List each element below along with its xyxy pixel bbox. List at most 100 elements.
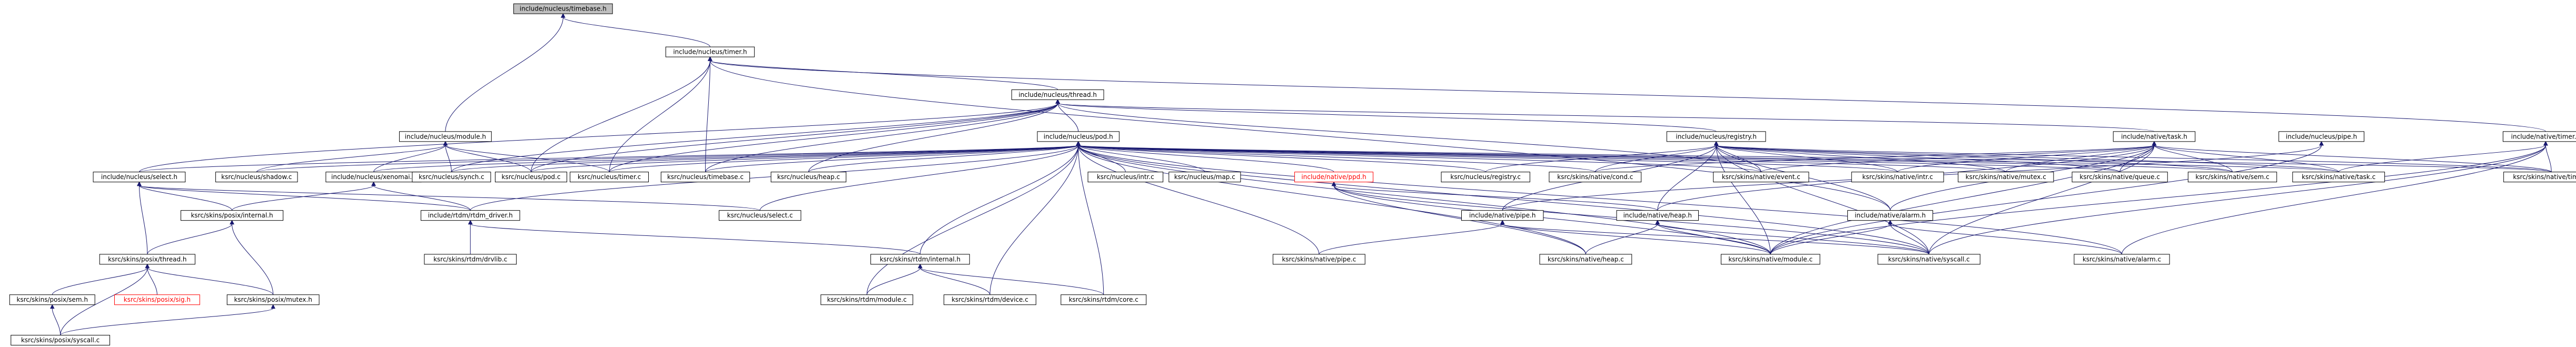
node-label: ksrc/nucleus/select.c	[727, 212, 793, 219]
node-box	[1616, 210, 1699, 221]
edge-psem_h-psyscall_c	[49, 304, 61, 335]
node-label: ksrc/nucleus/map.c	[1174, 173, 1235, 181]
edge-line	[60, 267, 148, 335]
node-ntimer-h[interactable]: include/native/timer.h	[2502, 131, 2576, 142]
node-label: ksrc/skins/native/pipe.c	[1282, 255, 1356, 263]
node-posix-thread-h[interactable]: ksrc/skins/posix/thread.h	[99, 254, 195, 265]
node-nalarm-c[interactable]: ksrc/skins/native/alarm.c	[2074, 254, 2170, 265]
edge-line	[1078, 145, 1334, 173]
node-psyscall-c[interactable]: ksrc/skins/posix/syscall.c	[11, 335, 110, 346]
node-box	[1847, 210, 1934, 221]
node-timebase-h[interactable]: include/nucleus/timebase.h	[513, 3, 613, 14]
node-timebase-c[interactable]: ksrc/nucleus/timebase.c	[660, 172, 750, 183]
edge-timer_h-pod_c	[530, 56, 712, 172]
edge-line	[1594, 145, 1717, 172]
node-label: ksrc/skins/native/queue.c	[2079, 173, 2159, 181]
node-nmodule-c[interactable]: ksrc/skins/native/module.c	[1720, 254, 1820, 265]
node-nativepipe-h[interactable]: include/native/pipe.h	[1461, 210, 1544, 221]
edge-line	[451, 103, 1058, 172]
edge-line	[1078, 145, 2122, 254]
edge-npipe_h-nmodule_c	[1770, 141, 2324, 254]
node-xenomai-h[interactable]: include/nucleus/xenomai.h	[325, 172, 422, 183]
edge-module_h-timer_c	[443, 141, 610, 173]
node-box	[660, 172, 750, 183]
edge-pod_h-rtdm_internal_h	[919, 141, 1081, 254]
edge-line	[530, 145, 1079, 173]
edge-line	[52, 308, 61, 335]
node-module-h[interactable]: include/nucleus/module.h	[399, 131, 492, 142]
node-box	[1851, 172, 1944, 183]
node-box	[1087, 172, 1164, 183]
node-psem-h[interactable]: ksrc/skins/posix/sem.h	[9, 294, 95, 305]
node-select-c[interactable]: ksrc/nucleus/select.c	[719, 210, 801, 221]
edge-line	[138, 145, 1079, 173]
node-ntask-h[interactable]: include/native/task.h	[2113, 131, 2196, 142]
edge-line	[1657, 224, 1929, 255]
node-rtdm-internal-h[interactable]: ksrc/skins/rtdm/internal.h	[870, 254, 970, 265]
node-shadow-c[interactable]: ksrc/nucleus/shadow.c	[215, 172, 298, 183]
node-registry-c[interactable]: ksrc/nucleus/registry.c	[1441, 172, 1530, 183]
node-box	[665, 46, 755, 57]
node-rmodule-c[interactable]: ksrc/skins/rtdm/module.c	[820, 294, 914, 305]
node-posix-internal-h[interactable]: ksrc/skins/posix/internal.h	[180, 210, 284, 221]
node-drvlib-c[interactable]: ksrc/skins/rtdm/drvlib.c	[424, 254, 517, 265]
node-label: ksrc/skins/posix/sem.h	[17, 296, 88, 303]
node-rdevice-c[interactable]: ksrc/skins/rtdm/device.c	[944, 294, 1036, 305]
edge-nativeheap_h-nsyscall_c	[1655, 220, 1929, 255]
node-intr-c[interactable]: ksrc/nucleus/intr.c	[1087, 172, 1164, 183]
arrowhead-icon	[708, 56, 712, 61]
node-label: include/native/pipe.h	[1469, 212, 1535, 219]
edge-thread_h-heap_c	[808, 99, 1060, 172]
node-queue-c[interactable]: ksrc/skins/native/queue.c	[2072, 172, 2168, 183]
node-sem-c[interactable]: ksrc/skins/native/sem.c	[2187, 172, 2277, 183]
node-heap-c[interactable]: ksrc/nucleus/heap.c	[770, 172, 847, 183]
node-event-c[interactable]: ksrc/skins/native/event.c	[1713, 172, 1809, 183]
edge-posix_internal_h-pmutex_h	[230, 220, 274, 295]
edge-line	[1897, 145, 2155, 173]
node-npipe-c[interactable]: ksrc/skins/native/pipe.c	[1273, 254, 1365, 265]
node-select-h[interactable]: include/nucleus/select.h	[93, 172, 186, 183]
node-nsyscall-c[interactable]: ksrc/skins/native/syscall.c	[1877, 254, 1980, 265]
node-pod-c[interactable]: ksrc/nucleus/pod.c	[494, 172, 568, 183]
node-alarm-h[interactable]: include/native/alarm.h	[1847, 210, 1934, 221]
node-box	[570, 172, 649, 183]
node-timer-h[interactable]: include/nucleus/timer.h	[665, 46, 755, 57]
node-registry-h[interactable]: include/nucleus/registry.h	[1666, 131, 1766, 142]
node-box	[2503, 172, 2576, 183]
node-thread-h[interactable]: include/nucleus/thread.h	[1011, 89, 1104, 100]
node-pod-h[interactable]: include/nucleus/pod.h	[1037, 131, 1119, 142]
node-pmutex-h[interactable]: ksrc/skins/posix/mutex.h	[226, 294, 320, 305]
node-map-c[interactable]: ksrc/nucleus/map.c	[1168, 172, 1241, 183]
edge-line	[138, 185, 148, 254]
edge-thread_h-timer_c	[609, 99, 1060, 172]
edge-ntimer_h-nalarm_c	[2122, 141, 2548, 254]
edge-pod_h-rmodule_c	[866, 141, 1081, 295]
node-task-c[interactable]: ksrc/skins/native/task.c	[2292, 172, 2385, 183]
edge-line	[705, 61, 710, 172]
node-nheap-c[interactable]: ksrc/skins/native/heap.c	[1539, 254, 1632, 265]
node-box	[1461, 210, 1544, 221]
edge-line	[1890, 224, 1929, 254]
node-synch-c[interactable]: ksrc/nucleus/synch.c	[412, 172, 491, 183]
node-nintr-c[interactable]: ksrc/skins/native/intr.c	[1851, 172, 1944, 183]
edge-ntask_h-nmodule_c	[1770, 141, 2157, 254]
edge-line	[451, 145, 1079, 173]
node-ntimer-c[interactable]: ksrc/skins/native/timer.c	[2503, 172, 2576, 183]
edge-line	[1057, 103, 1079, 132]
edge-line	[60, 308, 274, 336]
node-rcore-c[interactable]: ksrc/skins/rtdm/core.c	[1061, 294, 1147, 305]
node-ppd-h[interactable]: include/native/ppd.h	[1294, 172, 1374, 183]
edge-nativeheap_h-nheap_c	[1585, 220, 1660, 255]
node-nativeheap-h[interactable]: include/native/heap.h	[1616, 210, 1699, 221]
node-timer-c[interactable]: ksrc/nucleus/timer.c	[570, 172, 649, 183]
arrowhead-icon	[1331, 181, 1336, 186]
edge-registry_h-nsyscall_c	[1713, 141, 1929, 254]
edge-line	[470, 224, 920, 255]
node-label: ksrc/skins/rtdm/core.c	[1069, 296, 1138, 303]
node-rtdm-driver-h[interactable]: include/rtdm/rtdm_driver.h	[420, 210, 520, 221]
node-npipe-h[interactable]: include/nucleus/pipe.h	[2278, 131, 2365, 142]
node-box	[513, 3, 613, 14]
node-cond-c[interactable]: ksrc/skins/native/cond.c	[1549, 172, 1642, 183]
node-psig-h[interactable]: ksrc/skins/posix/sig.h	[114, 294, 200, 305]
node-mutex-c[interactable]: ksrc/skins/native/mutex.c	[1958, 172, 2054, 183]
